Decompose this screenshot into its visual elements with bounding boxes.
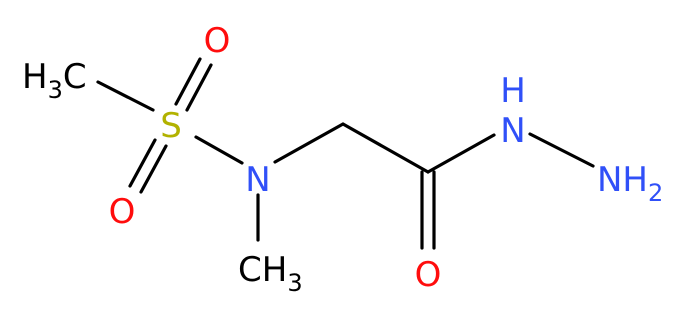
bond-s-o-top-a: [174, 57, 202, 106]
atom-n-amine-label: N: [245, 160, 270, 200]
atom-s-label: S: [160, 106, 182, 146]
bond-s-n: [194, 135, 244, 165]
bond-ch2-c: [341, 122, 430, 174]
atom-o-bottom-label: O: [109, 192, 136, 232]
atom-ch3-left-label: H3C: [22, 57, 87, 104]
bond-s-o-top-b: [185, 63, 213, 112]
bond-nh-nh2: [528, 132, 595, 168]
atom-nh-h-label: H: [500, 71, 526, 111]
atom-labels: H3C S O O N CH3 O H N NH2: [22, 21, 663, 297]
atom-o-top-label: O: [204, 21, 231, 61]
atom-ch3-bottom-label: CH3: [238, 250, 303, 297]
atom-o-carbonyl-label: O: [415, 255, 442, 295]
bond-ch3-s: [96, 80, 155, 112]
bond-n-ch2: [273, 122, 345, 164]
bond-c-nh: [426, 133, 496, 174]
atom-nh-n-label: N: [500, 111, 525, 151]
bonds: [96, 57, 595, 250]
bond-s-o-bottom-a: [128, 138, 157, 188]
bond-s-o-bottom-b: [139, 144, 168, 194]
atom-nh2-label: NH2: [597, 160, 663, 207]
